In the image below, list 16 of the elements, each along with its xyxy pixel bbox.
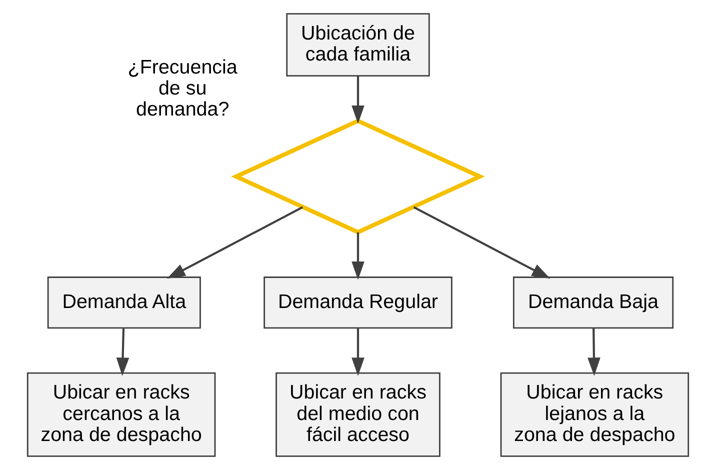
arrow xyxy=(166,206,303,279)
node-box: Ubicar en racks del medio con fácil acceso xyxy=(275,372,440,457)
node-box: Ubicación de cada familia xyxy=(286,13,430,76)
arrow xyxy=(351,328,364,376)
node-box: Demanda Regular xyxy=(263,276,452,329)
node-box: Ubicar en racks lejanos a la zona de despacho xyxy=(500,372,689,457)
arrow xyxy=(351,76,364,124)
arrow xyxy=(351,232,364,280)
node-label: ¿Frecuencia de su demanda? xyxy=(127,56,237,121)
node-box: Ubicar en racks cercanos a la zona de despacho xyxy=(26,372,216,457)
node-box: Demanda Baja xyxy=(512,276,674,329)
node-box: Demanda Alta xyxy=(46,276,200,329)
arrow xyxy=(116,328,129,376)
arrow xyxy=(587,328,600,376)
node-diamond xyxy=(230,118,484,234)
arrow xyxy=(412,206,550,279)
